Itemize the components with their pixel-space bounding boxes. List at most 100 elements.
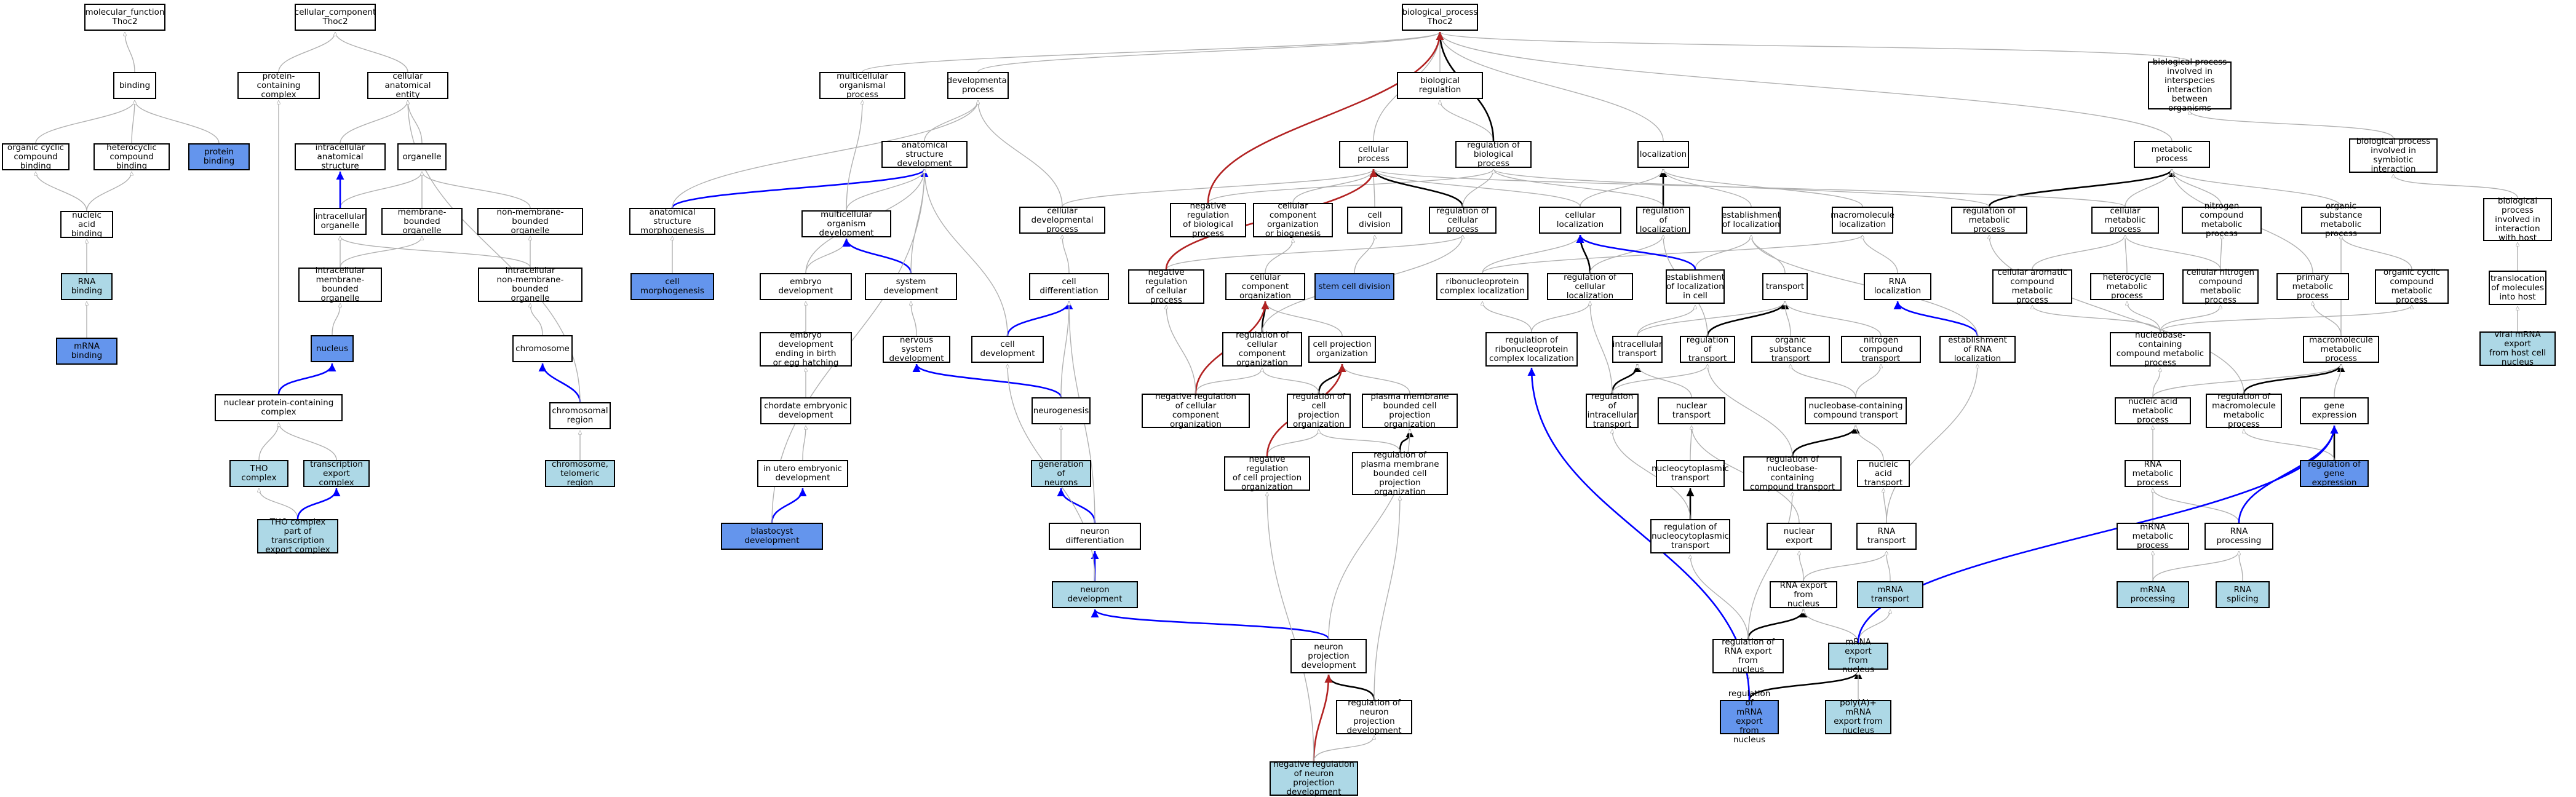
go-term-node-cae[interactable]: cellular anatomical entity — [367, 71, 448, 99]
go-term-node-devproc[interactable]: developmental process — [947, 72, 1009, 99]
go-term-node-embdev[interactable]: embryo development — [760, 273, 852, 300]
go-term-node-multidev[interactable]: multicellular organism development — [801, 210, 891, 237]
go-term-node-estloc[interactable]: establishment of localization — [1722, 207, 1781, 234]
go-term-node-regrnpcl[interactable]: regulation of ribonucleoprotein complex … — [1485, 332, 1578, 367]
go-term-node-chromreg[interactable]: chromosomal region — [549, 402, 611, 429]
go-term-node-regmrnaexport[interactable]: regulation of mRNA export from nucleus — [1720, 689, 1779, 745]
go-term-node-reggeneexp[interactable]: regulation of gene expression — [2300, 459, 2369, 487]
go-term-node-nuctrans[interactable]: nuclear transport — [1658, 397, 1725, 424]
go-term-node-mrnaexport[interactable]: mRNA export from nucleus — [1828, 638, 1888, 675]
go-term-node-mrnamet[interactable]: mRNA metabolic process — [2117, 522, 2189, 550]
go-term-node-nsdev[interactable]: nervous system development — [883, 335, 950, 363]
go-term-node-interspecies[interactable]: biological process involved in interspec… — [2148, 58, 2232, 113]
go-term-node-nucprotcomplex[interactable]: nuclear protein-containing complex — [215, 394, 343, 421]
go-term-node-rnaexport[interactable]: RNA export from nucleus — [1770, 581, 1837, 608]
go-term-node-negregccorg[interactable]: negative regulation of cellular componen… — [1142, 392, 1250, 429]
go-term-node-orgcycmet[interactable]: organic cyclic compound metabolic proces… — [2375, 268, 2449, 305]
go-term-node-metproc[interactable]: metabolic process — [2134, 141, 2210, 168]
go-term-node-caromet[interactable]: cellular aromatic compound metabolic pro… — [1992, 268, 2072, 305]
go-term-node-nitromet[interactable]: nitrogen compound metabolic process — [2182, 202, 2262, 239]
go-term-node-chromtel[interactable]: chromosome, telomeric region — [545, 459, 615, 487]
go-term-node-ias[interactable]: intracellular anatomical structure — [295, 143, 386, 170]
go-term-node-reginttrans[interactable]: regulation of intracellular transport — [1586, 392, 1639, 429]
go-term-node-negregbp[interactable]: negative regulation of biological proces… — [1170, 202, 1246, 239]
go-term-node-regcellloc[interactable]: regulation of cellular localization — [1547, 272, 1633, 300]
go-term-node-natrans[interactable]: nucleic acid transport — [1857, 459, 1910, 487]
go-term-node-sysdev[interactable]: system development — [865, 273, 957, 300]
go-term-node-neurprojdev[interactable]: neuron projection development — [1290, 639, 1367, 673]
go-term-node-stemdiv[interactable]: stem cell division — [1314, 273, 1394, 300]
go-term-node-thotrex[interactable]: THO complex part of transcription export… — [257, 518, 338, 555]
go-term-node-intmembbound[interactable]: intracellular membrane-bounded organelle — [298, 266, 382, 303]
go-term-node-multiorg[interactable]: multicellular organismal process — [819, 71, 905, 99]
go-term-node-regrnaexport[interactable]: regulation of RNA export from nucleus — [1712, 638, 1784, 675]
go-term-node-hetmet[interactable]: heterocycle metabolic process — [2090, 272, 2164, 300]
go-term-node-ccob[interactable]: cellular component organization or bioge… — [1253, 202, 1333, 239]
go-term-node-regmacromet[interactable]: regulation of macromolecule metabolic pr… — [2206, 392, 2282, 429]
go-term-node-negregcp[interactable]: negative regulation of cellular process — [1128, 268, 1204, 305]
go-term-node-celldiv[interactable]: cell division — [1347, 207, 1402, 234]
go-term-node-inttrans[interactable]: intracellular transport — [1612, 336, 1663, 363]
go-term-node-regcp[interactable]: regulation of cellular process — [1429, 206, 1497, 234]
go-term-node-membbound[interactable]: membrane-bounded organelle — [381, 207, 463, 235]
go-term-node-ccorg[interactable]: cellular component organization — [1225, 272, 1305, 300]
go-term-node-rnaproc[interactable]: RNA processing — [2204, 523, 2273, 550]
go-term-node-estrnaloc[interactable]: establishment of RNA localization — [1939, 335, 2016, 363]
go-term-node-geneexp[interactable]: gene expression — [2300, 397, 2369, 424]
go-term-node-nucexport[interactable]: nuclear export — [1767, 523, 1832, 550]
go-term-node-neurdev[interactable]: neuron development — [1052, 581, 1138, 608]
go-term-node-cc[interactable]: cellular_component Thoc2 — [295, 4, 376, 31]
go-term-node-estlocincell[interactable]: establishment of localization in cell — [1666, 269, 1725, 304]
go-term-node-intorg[interactable]: intracellular organelle — [314, 208, 367, 235]
go-term-node-macroloc[interactable]: macromolecule localization — [1831, 207, 1894, 234]
go-term-node-celldevproc[interactable]: cellular developmental process — [1019, 206, 1105, 234]
go-term-node-regcellproj[interactable]: regulation of cell projection organizati… — [1287, 392, 1351, 429]
go-term-node-transport[interactable]: transport — [1762, 273, 1808, 300]
go-term-node-hetcyc[interactable]: heterocyclic compound binding — [93, 143, 170, 170]
go-term-node-asdev[interactable]: anatomical structure development — [881, 140, 968, 168]
go-term-node-rnatrans[interactable]: RNA transport — [1856, 523, 1917, 550]
go-term-node-rnabind[interactable]: RNA binding — [61, 273, 113, 300]
go-term-node-nbcmet[interactable]: nucleobase-containing compound metabolic… — [2110, 331, 2211, 368]
go-term-node-orgsubmet[interactable]: organic substance metabolic process — [2301, 202, 2381, 239]
go-term-node-mf[interactable]: molecular_function Thoc2 — [84, 4, 165, 31]
go-term-node-negregneurproj[interactable]: negative regulation of neuron projection… — [1270, 760, 1358, 797]
go-term-node-chordemb[interactable]: chordate embryonic development — [760, 397, 851, 424]
go-term-node-regccorg[interactable]: regulation of cellular component organiz… — [1222, 331, 1302, 368]
go-term-node-cellprojorg[interactable]: cell projection organization — [1308, 336, 1376, 363]
go-term-node-mrnatrans[interactable]: mRNA transport — [1857, 581, 1923, 608]
go-term-node-asmorph[interactable]: anatomical structure morphogenesis — [629, 207, 715, 235]
go-term-node-regpmbcp[interactable]: regulation of plasma membrane bounded ce… — [1352, 450, 1448, 496]
go-term-node-neurdiff[interactable]: neuron differentiation — [1049, 523, 1141, 550]
go-term-node-embhatch[interactable]: embryo development ending in birth or eg… — [760, 331, 852, 368]
go-term-node-neurogenesis[interactable]: neurogenesis — [1032, 397, 1091, 424]
go-term-node-celldev[interactable]: cell development — [971, 336, 1044, 363]
go-term-node-polya[interactable]: poly(A)+ mRNA export from nucleus — [1825, 699, 1891, 736]
go-term-node-hostinter[interactable]: biological process involved in interacti… — [2483, 196, 2552, 242]
go-term-node-nucleus[interactable]: nucleus — [311, 335, 354, 362]
go-term-node-mrnaproc[interactable]: mRNA processing — [2117, 581, 2189, 608]
go-term-node-pmbcp[interactable]: plasma membrane bounded cell projection … — [1362, 392, 1458, 429]
go-term-node-trex[interactable]: transcription export complex — [303, 459, 370, 487]
go-term-node-translochost[interactable]: translocation of molecules into host — [2489, 271, 2546, 305]
go-term-node-rnpcl[interactable]: ribonucleoprotein complex localization — [1436, 273, 1529, 300]
go-term-node-cellnitmet[interactable]: cellular nitrogen compound metabolic pro… — [2182, 268, 2259, 305]
go-term-node-namet[interactable]: nucleic acid metabolic process — [2115, 397, 2191, 424]
go-term-node-mrnabind[interactable]: mRNA binding — [56, 338, 117, 365]
go-term-node-protbind[interactable]: protein binding — [188, 143, 250, 170]
go-term-node-negregcellproj[interactable]: negative regulation of cell projection o… — [1224, 455, 1310, 492]
go-term-node-regnbctrans[interactable]: regulation of nucleobase-containing comp… — [1743, 455, 1842, 492]
go-term-node-cellproc[interactable]: cellular process — [1339, 141, 1408, 168]
go-term-node-rnaloc[interactable]: RNA localization — [1864, 273, 1931, 300]
go-term-node-nuccyto[interactable]: nucleocytoplasmic transport — [1652, 460, 1729, 487]
go-term-node-tho[interactable]: THO complex — [229, 460, 288, 487]
go-term-node-regtrans[interactable]: regulation of transport — [1680, 335, 1735, 363]
go-term-node-bp[interactable]: biological_process Thoc2 — [1402, 4, 1478, 31]
go-term-node-inutero[interactable]: in utero embryonic development — [757, 460, 848, 487]
go-term-node-orgcyc[interactable]: organic cyclic compound binding — [2, 143, 70, 170]
go-term-node-cellmorph[interactable]: cell morphogenesis — [630, 273, 714, 300]
go-term-node-symbiotic[interactable]: biological process involved in symbiotic… — [2349, 137, 2438, 174]
go-term-node-cellmet[interactable]: cellular metabolic process — [2091, 206, 2159, 234]
go-term-node-cellloc[interactable]: cellular localization — [1539, 207, 1621, 234]
go-term-node-rnamet[interactable]: RNA metabolic process — [2125, 459, 2181, 487]
